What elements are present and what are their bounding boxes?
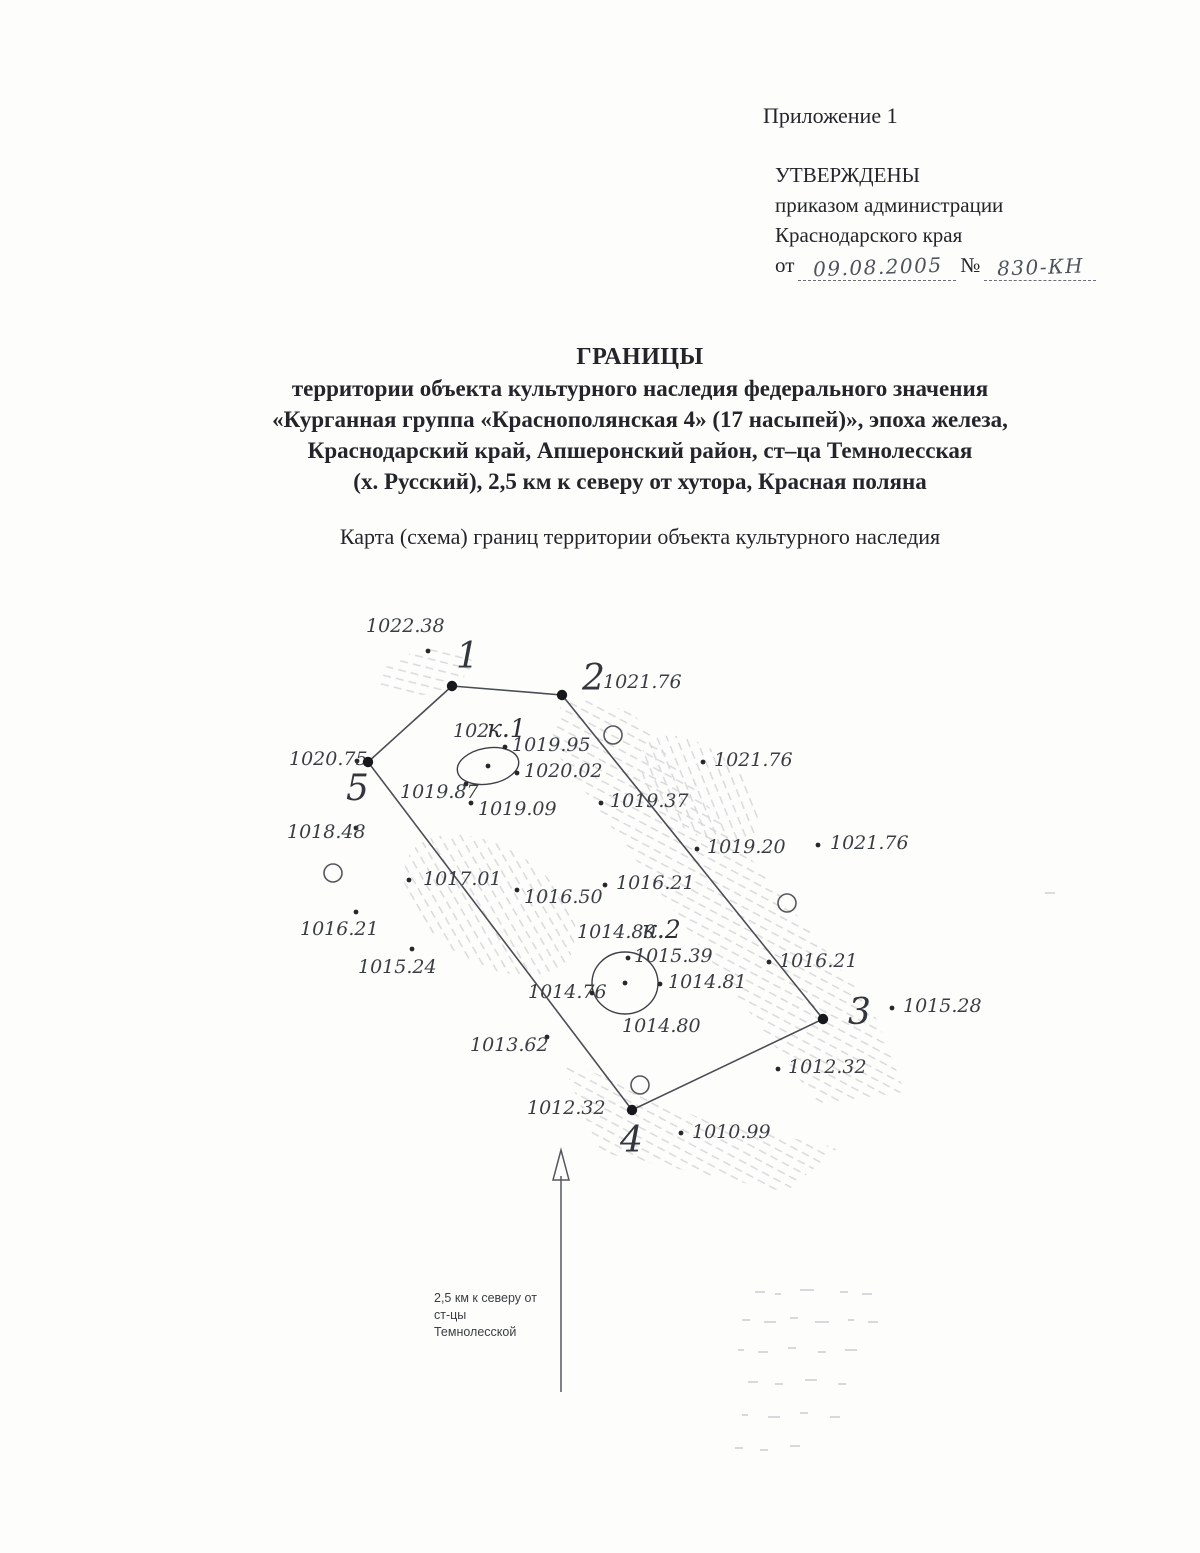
elevation-dot [657,981,663,987]
elevation-dot [409,946,415,952]
elevation-dot [425,648,431,654]
from-label: от [775,253,795,277]
elevation-label: 1012.32 [788,1056,867,1078]
open-circle-marker [777,893,797,913]
elevation-dot [589,990,595,996]
document-title: ГРАНИЦЫ территории объекта культурного н… [80,342,1200,497]
vertex-number-label: 3 [848,992,871,1033]
elevation-dot [598,800,604,806]
elevation-label: 1014.80 [577,921,656,943]
kurgan-center-dot [485,763,491,769]
kurgan-center-dot [622,980,628,986]
elevation-label: 1015.28 [903,995,982,1017]
title-line-1: ГРАНИЦЫ [576,344,704,370]
elevation-dot [602,882,608,888]
elevation-label: 1016.21 [779,950,858,972]
title-line-3: «Курганная группа «Краснополянская 4» (1… [272,407,1008,432]
elevation-label: 1021.76 [714,749,793,771]
elevation-label: 1021.76 [603,671,682,693]
kurgan-outline [456,746,520,786]
appendix-label: Приложение 1 [763,103,898,128]
kurgan-label: к.2 [642,915,681,944]
elevation-dot [463,781,469,787]
approval-block: УТВЕРЖДЕНЫ приказом администрации Красно… [775,160,1100,281]
map-caption: Карта (схема) границ территории объекта … [339,524,941,549]
elevation-label: 1020.75 [289,748,368,770]
elevation-label: 1012.32 [527,1097,606,1119]
date-field: 09.08.2005 [798,250,957,281]
elevation-label: 1014.80 [622,1015,701,1037]
vertex-number-label: 5 [346,768,369,809]
vertex-number-label: 1 [456,636,479,677]
approval-line-2: приказом администрации [775,193,1004,217]
elevation-dot [678,1130,684,1136]
elevation-dot [544,1034,550,1040]
elevation-dot [815,842,821,848]
elevation-dot [766,959,772,965]
elevation-label: 1014.81 [668,971,747,993]
elevation-dot [514,770,520,776]
elevation-label: 1017.01 [423,868,502,890]
kurgan-label: к.1 [487,714,526,743]
elevation-dot [700,759,706,765]
elevation-dot [514,887,520,893]
number-field: 830-КН [984,250,1097,281]
elevation-dot [502,744,508,750]
elevation-dot [468,800,474,806]
open-circle-marker [323,863,343,883]
north-arrow-head [552,1147,570,1181]
elevation-label: 1019.87 [400,781,479,803]
elevation-label: 1016.21 [616,872,695,894]
title-line-5: (х. Русский), 2,5 км к северу от хутора,… [353,469,927,494]
elevation-label: 1016.21 [300,918,379,940]
elevation-label: 1021.76 [830,832,909,854]
elevation-label: 1015.39 [634,945,713,967]
open-circle-marker [603,725,623,745]
title-line-2: территории объекта культурного наследия … [291,376,989,401]
scan-noise [735,892,1055,1451]
elevation-label: 1015.24 [358,956,437,978]
elevation-label: 1013.62 [470,1034,549,1056]
elevation-dot [889,1005,895,1011]
vertex-dot [817,1013,829,1025]
elevation-label: 1016.50 [524,886,603,908]
elevation-label: 1018.48 [287,821,366,843]
elevation-label: 1020.02 [524,760,603,782]
elevation-dot [353,909,359,915]
elevation-label: 1019.37 [610,790,689,812]
elevation-dot [625,955,631,961]
vertex-dot [446,680,458,692]
elevation-label: 1019.95 [512,734,591,756]
elevation-dot [775,1066,781,1072]
vertex-dot [556,689,568,701]
elevation-label: 1019.20 [707,836,786,858]
elevation-dot [353,825,359,831]
title-line-4: Краснодарский край, Апшеронский район, с… [307,438,973,463]
approval-line-1: УТВЕРЖДЕНЫ [775,163,920,187]
elevation-label: 102 [453,720,489,742]
approval-line-3: Краснодарского края [775,223,963,247]
elevation-label: 1022.38 [366,615,445,637]
number-label: № [960,253,981,277]
vertex-number-label: 4 [619,1120,643,1161]
elevation-label: 1010.99 [692,1121,771,1143]
elevation-dot [354,758,360,764]
elevation-label: 1014.76 [528,981,607,1003]
vertex-dot [626,1104,638,1116]
open-circle-marker [630,1075,650,1095]
elevation-label: 1019.09 [478,798,557,820]
elevation-dot [694,846,700,852]
vertex-dot [362,756,374,768]
elevation-dot [406,877,412,883]
vertex-number-label: 2 [581,658,605,699]
boundary-polygon [366,685,825,1112]
